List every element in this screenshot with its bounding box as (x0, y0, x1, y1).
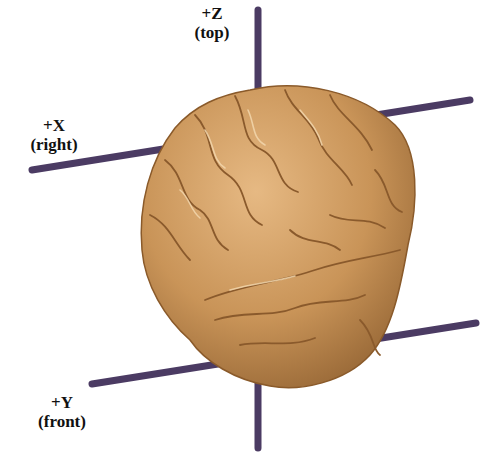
brain (141, 86, 415, 388)
axes (32, 10, 476, 448)
axis-label: +X (right) (30, 116, 77, 154)
axis-label: +Z (top) (195, 4, 230, 42)
axis-label: +Y (front) (38, 393, 86, 431)
